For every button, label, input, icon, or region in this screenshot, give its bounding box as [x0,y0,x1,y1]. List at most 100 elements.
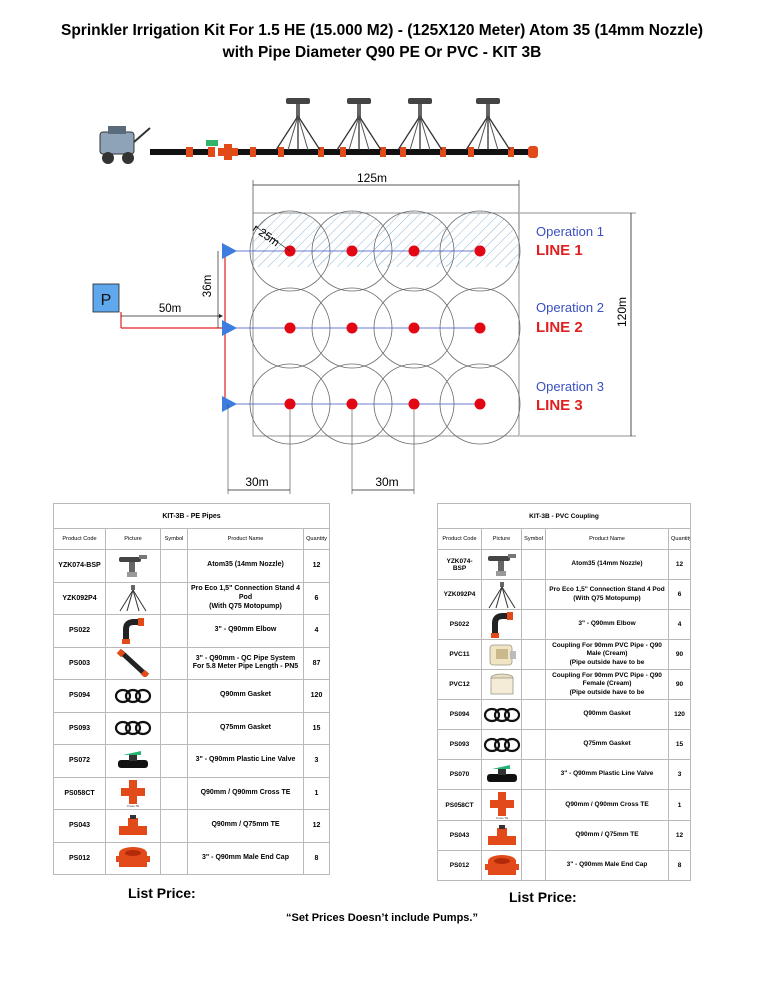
product-name: Q90mm / Q90mm Cross TE [187,776,304,810]
page-title: Sprinkler Irrigation Kit For 1.5 HE (15.… [0,20,764,64]
dimension-height-label: 120m [615,297,629,327]
product-name: Q90mm / Q90mm Cross TE [545,789,669,821]
product-code: PS058CT [437,789,482,821]
table-row: PVC12 Coupling For 90mm PVC Pipe - Q90 Fe… [437,669,692,700]
product-code: PS070 [437,759,482,790]
product-symbol [521,609,546,640]
gasket-icon [483,704,521,726]
product-name: 3" - Q90mm Plastic Line Valve [187,744,304,778]
product-name: 3" - Q90mm Elbow [545,609,669,640]
column-header-quantity: Quantity [667,528,692,550]
product-picture [481,669,522,700]
product-picture [481,759,522,790]
dimension-line-spacing: 36m [202,251,219,328]
product-quantity: 6 [303,581,330,615]
product-code: PS022 [53,614,106,648]
column-header-symbol: Symbol [160,528,188,550]
tee-icon [483,823,521,849]
product-picture [481,729,522,760]
coverage-hatch [374,211,454,267]
product-code: PS072 [53,744,106,778]
product-symbol [160,614,188,648]
sprinkler-point [408,398,420,410]
line-1-valve-icon [222,243,237,259]
product-symbol [160,679,188,713]
cross-tee-icon [218,144,238,160]
pipe-coupling-icon [250,147,256,157]
column-header-symbol: Symbol [521,528,546,550]
product-name: 3" - Q90mm Male End Cap [545,850,669,881]
product-name: Pro Eco 1,5" Connection Stand 4 Pod (Wit… [187,581,304,615]
gasket-icon [483,734,521,756]
product-code: PS003 [53,646,106,680]
coupling-female-icon [483,671,521,699]
coverage-hatch [312,211,392,267]
product-picture [105,809,161,843]
product-quantity: 12 [303,549,330,583]
cross-tee-icon: Cross TE [483,791,521,820]
valve-icon [206,140,218,146]
column-header-product-name: Product Name [187,528,304,550]
product-code: PS058CT [53,776,106,810]
tripod-sprinkler-icon [275,98,321,151]
dimension-line-spacing-label: 36m [202,275,214,297]
svg-text:Cross TE: Cross TE [495,816,507,820]
gasket-icon [107,685,160,707]
product-code: PS022 [437,609,482,640]
product-picture [481,549,522,580]
product-symbol [521,729,546,760]
product-quantity: 12 [667,820,692,851]
product-name: Coupling For 90mm PVC Pipe - Q90 Female … [545,669,669,700]
product-name: Q75mm Gasket [545,729,669,760]
tee-icon [107,813,160,839]
product-code: PS093 [53,711,106,745]
dimension-sprinkler-spacing-label: 30m [375,475,398,489]
pipe-fittings [250,147,514,157]
cross-tee-icon: Cross TE [107,778,160,808]
product-quantity: 15 [667,729,692,760]
product-picture: Cross TE [481,789,522,821]
product-code: YZK074-BSP [437,549,482,580]
product-picture [481,609,522,640]
product-picture [481,579,522,610]
elbow-icon [483,611,521,639]
sprinkler-point [284,398,296,410]
product-symbol [160,549,188,583]
pricing-note: “Set Prices Doesn’t include Pumps.” [286,912,478,924]
product-code: PVC12 [437,669,482,700]
sprinkler-point [474,398,486,410]
pipe-coupling-icon [380,147,386,157]
product-code: PS093 [437,729,482,760]
valve-icon [483,763,521,787]
coverage-hatch [250,211,330,267]
product-symbol [521,669,546,700]
table-row: PS003 3" - Q90mm - QC Pipe System For 5.8… [53,646,330,680]
sprinkler-point [474,245,486,257]
product-picture [481,820,522,851]
product-quantity: 87 [303,646,330,680]
column-header-quantity: Quantity [303,528,330,550]
product-name: 3" - Q90mm - QC Pipe System For 5.8 Mete… [187,646,304,680]
product-picture [105,614,161,648]
product-symbol [521,820,546,851]
sprinkler-tripods [275,98,511,151]
list-price-label-pe: List Price: [128,885,196,901]
product-quantity: 90 [667,639,692,670]
product-symbol [160,581,188,615]
product-code: PS012 [53,841,106,875]
product-picture [481,850,522,881]
operation-2-label: Operation 2 [536,300,604,315]
dimension-width-label: 125m [357,171,387,185]
field-boundary [252,212,520,437]
pipe-coupling-icon [340,147,346,157]
